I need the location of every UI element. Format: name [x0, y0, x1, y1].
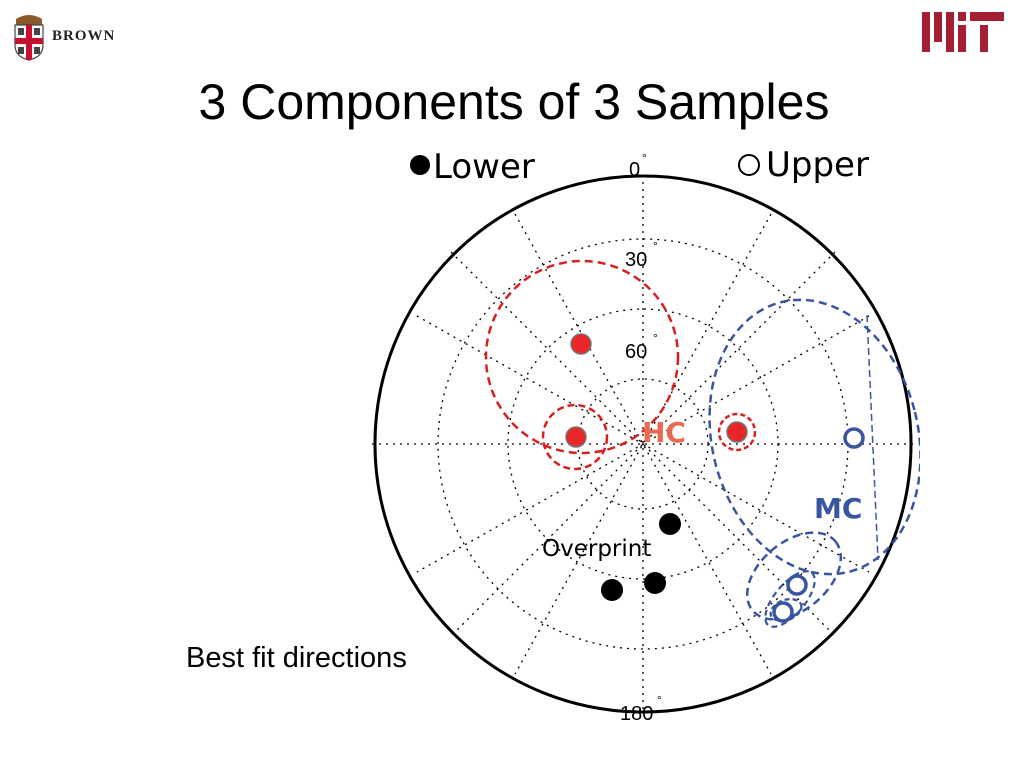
- hc-confidence-circle-large: [484, 259, 680, 455]
- tick-label-60: 60: [625, 341, 647, 363]
- mc-dashed-line: [866, 314, 879, 561]
- brown-wordmark: BROWN: [52, 27, 116, 44]
- legend-lower-label: Lower: [433, 147, 535, 187]
- hc-label: HC: [642, 416, 686, 449]
- stereonet-diagram: Lower Upper 0 ° 30 ° 60 ° 180 ° HC MC Ov…: [372, 145, 920, 725]
- legend-upper-label: Upper: [766, 145, 869, 185]
- tick-label-south: 180: [620, 703, 653, 725]
- hc-point-1: [570, 333, 592, 355]
- brown-shield-icon: [14, 15, 44, 61]
- upper-legend-icon: [738, 154, 760, 176]
- mc-component: MC: [708, 298, 920, 628]
- mc-point-3: [772, 601, 794, 623]
- mc-point-1: [843, 427, 865, 449]
- hc-point-3: [726, 421, 748, 443]
- overprint-point-1: [659, 513, 681, 535]
- caption-best-fit: Best fit directions: [186, 642, 407, 674]
- brown-logo: BROWN: [12, 8, 132, 64]
- overprint-component: Overprint: [542, 513, 681, 601]
- degree-mark-30: °: [653, 239, 658, 253]
- mc-small-ellipse-1: [745, 531, 843, 621]
- hc-confidence-circle-left: [541, 403, 609, 471]
- overprint-label: Overprint: [542, 536, 651, 562]
- slide-title: 3 Components of 3 Samples: [198, 74, 830, 130]
- degree-mark-60: °: [653, 331, 658, 345]
- primitive-circle: [373, 174, 913, 714]
- lower-legend-icon: [410, 155, 430, 175]
- tick-label-north: 0: [629, 159, 640, 181]
- degree-mark-south: °: [657, 693, 662, 707]
- mc-label: MC: [814, 492, 862, 525]
- hc-point-2: [565, 426, 587, 448]
- hc-component: HC: [484, 259, 757, 471]
- mc-point-2: [786, 574, 808, 596]
- overprint-point-2: [644, 572, 666, 594]
- degree-mark-north: °: [642, 151, 647, 165]
- tick-label-30: 30: [625, 249, 647, 271]
- hc-confidence-circle-right: [717, 412, 757, 452]
- mit-logo: [922, 12, 1004, 52]
- mc-small-ellipse-2: [764, 570, 816, 628]
- overprint-point-3: [601, 579, 623, 601]
